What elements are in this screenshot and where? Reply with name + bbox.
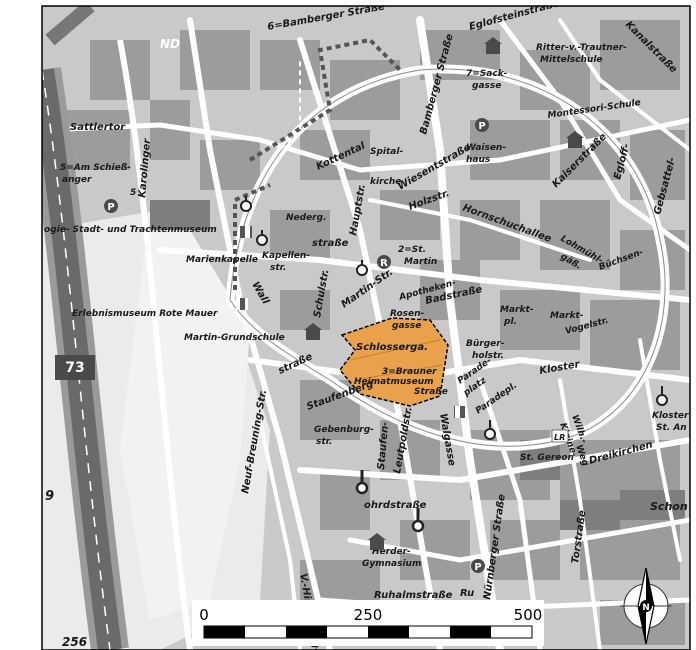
label-sack-gasse-2: gasse [472,81,501,91]
label-st-martin: 2=St. [398,245,426,255]
church-icon[interactable] [411,508,425,533]
label-waisenhaus-2: haus [466,155,491,165]
parking-icon[interactable]: P [471,559,485,573]
parking-icon[interactable]: P [475,118,489,132]
label-brauner: 3=Brauner [382,367,437,377]
church-icon[interactable] [356,260,368,276]
label-burger: Bürger- [466,339,505,349]
label-st-an: St. An [656,423,687,433]
label-ritter-trautner: Ritter-v.-Trautner- [536,43,627,53]
label-lr: LR [554,433,565,442]
label-kapellen: Kapellen- [262,251,310,261]
wall-path-north [248,37,402,162]
label-schlossergasse: Schlosserga. [356,342,428,353]
label-sack-gasse: 7=Sack- [466,69,508,79]
wall-path [233,183,271,290]
label-ru: Ru [460,588,474,599]
label-herder: Herder- [372,547,411,557]
scale-segment [204,626,245,638]
label-mittelschule: Mittelschule [540,55,603,65]
road-northwest [45,6,95,46]
school-icon[interactable] [304,323,322,340]
label-spital: Spital- [370,147,403,157]
label-gebenburg: Gebenburg- [314,425,374,435]
wall-path-inner [274,60,301,156]
highlighted-hatching [349,339,443,381]
parking-icon[interactable]: R [377,255,391,269]
label-nederg: Nederg. [286,213,326,223]
label-rosen: Rosen- [390,309,425,319]
label-str: str. [270,263,286,273]
label-schon: Schon [650,500,688,513]
scale-segment [450,626,491,638]
label-gasse: gasse [392,321,421,331]
map-frame [41,5,691,650]
svg-text:P: P [478,121,485,132]
north-label: N [642,603,650,613]
scale-label-500: 500 [514,606,543,624]
label-heimatmuseum: Heimatmuseum [354,377,434,387]
label-kloster-2: Kloster [652,411,689,421]
north-arrow-icon: N [620,567,672,645]
scale-segment [286,626,327,638]
label-gebenburg-2: str. [316,437,332,447]
label-museum-left: ogie- Stadt- und Trachtenmuseum [44,225,217,235]
label-erlebnismuseum: Erlebnismuseum Rote Mauer [72,309,218,319]
school-icon[interactable] [484,37,502,54]
svg-text:P: P [474,562,481,573]
label-holstr: holstr. [472,351,504,361]
school-icon[interactable] [368,533,386,550]
scale-label-250: 250 [354,606,383,624]
svg-text:P: P [107,202,114,213]
parking-icon[interactable]: P [104,199,118,213]
label-markt: Markt- [500,305,534,315]
label-ruhalmstrasse: Ruhalmstraße [374,590,453,601]
label-staufen: Staufen- [376,421,391,470]
label-marienkapelle: Marienkapelle [186,255,258,265]
highway-marking [42,69,111,650]
label-strasse-2: Straße [414,387,448,397]
label-num9: 9 [45,489,54,504]
road-west [117,39,193,650]
label-gymnasium: Gymnasium [362,559,421,569]
label-markt-right: Markt- [550,311,584,321]
label-st-gereon: St. Gereon [520,453,574,463]
museum-icon[interactable] [454,406,466,418]
label-schiessanger-2: anger [62,175,92,185]
church-icon[interactable] [656,386,668,406]
highlighted-area[interactable] [339,317,449,407]
label-sattlertor: Sattlertor [70,122,126,133]
scale-segment [368,626,409,638]
label-markt-pl: pl. [503,317,517,327]
label-nd: ND [160,37,180,51]
label-waisenhaus: Waisen- [466,143,506,153]
church-icon[interactable] [355,470,369,495]
label-num256: 256 [62,635,87,649]
svg-text:R: R [380,258,388,269]
church-icon[interactable] [256,230,268,246]
highway-shield [55,355,95,380]
label-martingrundschule: Martin-Grundschule [184,333,285,343]
church-icon[interactable] [240,196,252,212]
scale-label-0: 0 [199,606,209,624]
label-kirche: kirche [370,177,401,187]
label-strasse: straße [312,238,349,249]
street-edges [229,68,666,447]
school-icon[interactable] [566,131,584,148]
church-icon[interactable] [484,420,496,440]
lr-box [551,429,569,443]
museum-icon[interactable] [236,298,248,310]
label-martin: Martin [404,257,437,267]
highway-shield-label: 73 [65,360,84,376]
label-karolinger: Karolinger [137,137,153,198]
label-ohrdstrasse: ohrdstraße [364,500,427,511]
label-num5: 5 [130,188,136,198]
scale-bar: 0 250 500 [192,600,544,646]
label-schiessanger: 5=Am Schieß- [60,163,131,173]
museum-icon[interactable] [240,226,252,238]
